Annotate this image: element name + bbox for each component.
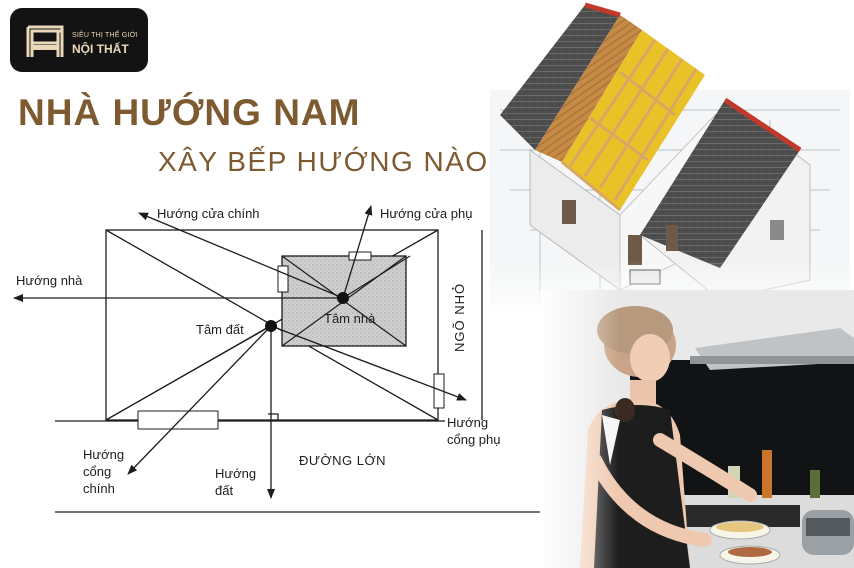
- arrow-main-door: [138, 212, 344, 299]
- label-side-gate: Hướng cổng phụ: [447, 414, 501, 448]
- label-land-direction-line-2: đất: [215, 483, 234, 498]
- label-main-door-direction: Hướng cửa chính: [157, 206, 260, 221]
- logo-line-2: NỘI THẤT: [72, 42, 129, 56]
- main-gate: [137, 410, 219, 430]
- label-main-road: ĐƯỜNG LỚN: [299, 453, 387, 468]
- label-main-gate-line-2: cổng: [83, 464, 112, 479]
- land-center-dot: [265, 320, 277, 332]
- arrow-side-gate: [270, 325, 467, 401]
- label-house-direction: Hướng nhà: [16, 273, 83, 288]
- label-side-gate-line-1: Hướng: [447, 415, 489, 430]
- label-land-center: Tâm đất: [196, 322, 244, 337]
- label-side-door-direction: Hướng cửa phụ: [380, 206, 473, 221]
- land-plot-outline: [105, 229, 439, 421]
- label-main-gate: Hướng cổng chính: [83, 446, 124, 497]
- label-main-gate-line-3: chính: [83, 481, 115, 496]
- side-door: [348, 251, 372, 261]
- logo-line-1: SIÊU THỊ THẾ GIỚI: [72, 32, 138, 39]
- arrow-side-door: [342, 205, 373, 299]
- label-alley: NGÕ NHỎ: [452, 282, 467, 352]
- brand-logo[interactable]: SIÊU THỊ THẾ GIỚI NỘI THẤT: [10, 8, 148, 72]
- page-subtitle: XÂY BẾP HƯỚNG NÀO?: [158, 146, 506, 177]
- house-center-dot: [337, 292, 349, 304]
- label-land-direction-line-1: Hướng: [215, 466, 257, 481]
- woman-cooking-kitchen-image: [540, 290, 854, 568]
- main-door: [277, 265, 289, 293]
- chair-icon: [26, 25, 64, 57]
- label-land-direction: Hướng đất: [215, 465, 256, 499]
- house-roof-model-image: [470, 2, 854, 320]
- label-main-gate-line-1: Hướng: [83, 447, 125, 462]
- page-title: NHÀ HƯỚNG NAM: [18, 92, 361, 133]
- arrow-main-gate: [127, 325, 272, 475]
- label-side-gate-line-2: cổng phụ: [447, 432, 501, 447]
- label-house-center: Tâm nhà: [324, 311, 376, 326]
